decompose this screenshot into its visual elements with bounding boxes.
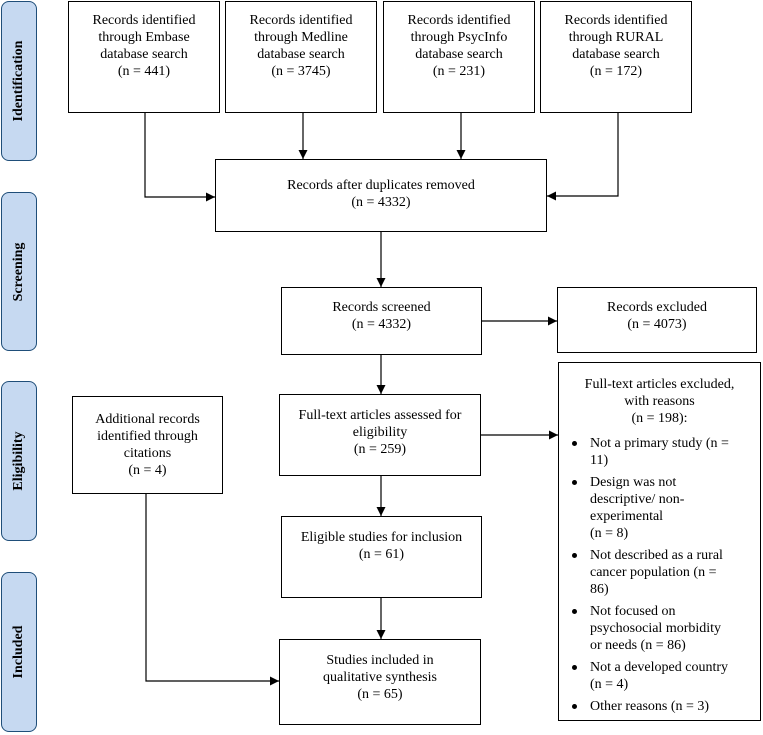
exclusion-reason-item: Design was not descriptive/ non- experim… — [559, 474, 760, 542]
records-excluded-count: (n = 4073) — [627, 317, 687, 332]
studies-included-line-1: Studies included in — [326, 653, 434, 668]
studies-included-box: Studies included in qualitative synthesi… — [279, 639, 481, 725]
records-excluded-label: Records excluded — [607, 300, 707, 315]
source-embase-line-1: Records identified — [92, 13, 196, 28]
additional-records-box: Additional records identified through ci… — [72, 396, 223, 494]
arrow-rural-to-duplicates — [547, 113, 619, 201]
exclusion-reason-text: Not a developed country — [590, 660, 729, 675]
source-rural-line-2: through RURAL — [568, 30, 664, 45]
exclusion-reasons-list: Not a primary study (n = 11) Design was … — [559, 435, 760, 715]
source-medline-line-1: Records identified — [249, 13, 353, 28]
studies-included-line-2: qualitative synthesis — [323, 670, 437, 685]
phase-included: Included — [1, 572, 37, 732]
records-excluded-box: Records excluded (n = 4073) — [557, 287, 757, 353]
duplicates-removed-label: Records after duplicates removed — [287, 178, 475, 193]
phase-screening: Screening — [1, 192, 37, 351]
phase-identification: Identification — [1, 1, 37, 161]
source-medline-line-3: database search — [257, 47, 345, 62]
fulltext-assessed-line-1: Full-text articles assessed for — [298, 408, 462, 423]
exclusion-reason-item: Not focused on psychosocial morbidity or… — [559, 603, 760, 654]
source-rural-line-1: Records identified — [564, 13, 668, 28]
exclusion-reason-item: Not a developed country (n = 4) — [559, 659, 760, 693]
duplicates-removed-box: Records after duplicates removed (n = 43… — [215, 159, 547, 232]
source-embase-line-2: through Embase — [98, 30, 190, 45]
exclusion-reason-text: 11) — [590, 453, 609, 468]
additional-records-line-1: Additional records — [95, 412, 200, 427]
eligible-studies-label: Eligible studies for inclusion — [300, 530, 463, 545]
duplicates-removed-count: (n = 4332) — [351, 195, 411, 210]
exclusion-reason-text: Not described as a rural — [590, 548, 723, 563]
source-medline-line-2: through Medline — [254, 30, 348, 45]
fulltext-excluded-title: Full-text articles excluded, with reason… — [559, 376, 760, 427]
source-psycinfo-line-3: database search — [415, 47, 503, 62]
source-medline-count: (n = 3745) — [271, 64, 331, 79]
source-rural-count: (n = 172) — [589, 64, 643, 79]
source-psycinfo-count: (n = 231) — [432, 64, 486, 79]
records-screened-box: Records screened (n = 4332) — [281, 287, 482, 355]
exclusion-reason-text: or needs (n = 86) — [590, 638, 686, 653]
eligible-studies-count: (n = 61) — [358, 547, 405, 562]
exclusion-reason-text: cancer population (n = — [590, 565, 717, 580]
fulltext-excluded-title-line-1: Full-text articles excluded, — [584, 377, 735, 392]
additional-records-count: (n = 4) — [128, 463, 167, 478]
arrow-embase-to-duplicates — [144, 113, 215, 202]
studies-included-count: (n = 65) — [357, 687, 403, 702]
exclusion-reason-text: Design was not — [590, 475, 677, 490]
exclusion-reason-item: Not described as a rural cancer populati… — [559, 547, 760, 598]
arrow-additional-to-included — [145, 494, 279, 686]
fulltext-assessed-count: (n = 259) — [353, 442, 407, 457]
additional-records-line-3: citations — [123, 446, 172, 461]
exclusion-reason-text: (n = 4) — [590, 677, 629, 692]
source-embase-count: (n = 441) — [117, 64, 171, 79]
fulltext-excluded-title-line-2: with reasons — [624, 394, 695, 409]
eligible-studies-box: Eligible studies for inclusion (n = 61) — [281, 516, 482, 598]
fulltext-assessed-box: Full-text articles assessed for eligibil… — [279, 394, 481, 476]
source-psycinfo-box: Records identified through PsycInfo data… — [383, 1, 535, 113]
exclusion-reason-text: Other reasons (n = 3) — [590, 699, 710, 714]
additional-records-line-2: identified through — [97, 429, 198, 444]
source-medline-box: Records identified through Medline datab… — [225, 1, 377, 113]
records-screened-count: (n = 4332) — [351, 317, 412, 332]
fulltext-excluded-count: (n = 198): — [631, 411, 688, 426]
exclusion-reason-text: (n = 8) — [590, 526, 629, 541]
exclusion-reason-text: Not a primary study (n = — [590, 436, 729, 451]
exclusion-reason-text: Not focused on — [590, 604, 676, 619]
exclusion-reason-item: Not a primary study (n = 11) — [559, 435, 760, 469]
fulltext-assessed-line-2: eligibility — [352, 425, 408, 440]
phase-eligibility: Eligibility — [1, 381, 37, 541]
source-embase-line-3: database search — [100, 47, 188, 62]
exclusion-reason-text: psychosocial morbidity — [590, 621, 722, 636]
exclusion-reason-item: Other reasons (n = 3) — [559, 698, 760, 715]
fulltext-excluded-box: Full-text articles excluded, with reason… — [558, 362, 761, 721]
source-psycinfo-line-2: through PsycInfo — [410, 30, 508, 45]
source-rural-box: Records identified through RURAL databas… — [540, 1, 692, 113]
records-screened-label: Records screened — [332, 300, 431, 315]
exclusion-reason-text: experimental — [590, 509, 664, 524]
source-psycinfo-line-1: Records identified — [407, 13, 511, 28]
source-rural-line-3: database search — [572, 47, 660, 62]
source-embase-box: Records identified through Embase databa… — [68, 1, 220, 113]
exclusion-reason-text: descriptive/ non- — [590, 492, 685, 507]
exclusion-reason-text: 86) — [590, 582, 609, 597]
